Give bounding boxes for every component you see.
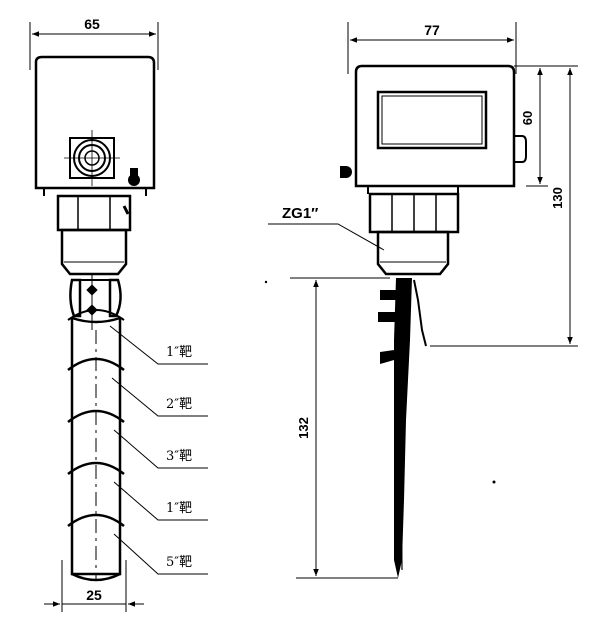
hex-nut [56,194,132,232]
display-window [376,90,488,150]
front-housing [34,55,156,190]
dimension-65-label: 65 [84,16,100,32]
dimension-77: 77 [347,22,517,74]
front-view: 65 [29,16,208,612]
paddle-leaders [109,325,208,575]
dimension-132: 132 [290,277,398,579]
paddle-label-2: 2″靶 [166,397,192,412]
side-threaded-fitting [376,230,450,276]
dimension-132-label: 132 [296,417,311,439]
dimension-65: 65 [29,16,159,70]
dimension-60-label: 60 [520,111,535,125]
dimension-25: 25 [44,560,144,612]
paddle-stack [67,309,125,582]
paddle-label-1: 1″靶 [166,345,192,360]
side-hex-nut [368,192,460,234]
side-knob [514,135,527,163]
dimension-25-label: 25 [86,587,102,603]
side-housing [354,64,516,188]
cable-gland [64,130,120,186]
thread-leader [268,223,385,251]
side-paddle [378,278,427,578]
side-view: 77 ZG1″ [264,22,578,579]
housing-screw [128,168,140,186]
dimension-130-label: 130 [550,187,565,209]
dimension-130: 130 [430,68,578,347]
paddle-label-4: 1″靶 [166,501,192,516]
paddle-label-3: 3″靶 [166,449,192,464]
dimension-77-label: 77 [424,22,440,38]
thread-label: ZG1″ [282,205,318,222]
paddle-label-5: 5″靶 [166,555,192,570]
dimension-60: 60 [514,65,578,187]
threaded-fitting [60,228,128,276]
